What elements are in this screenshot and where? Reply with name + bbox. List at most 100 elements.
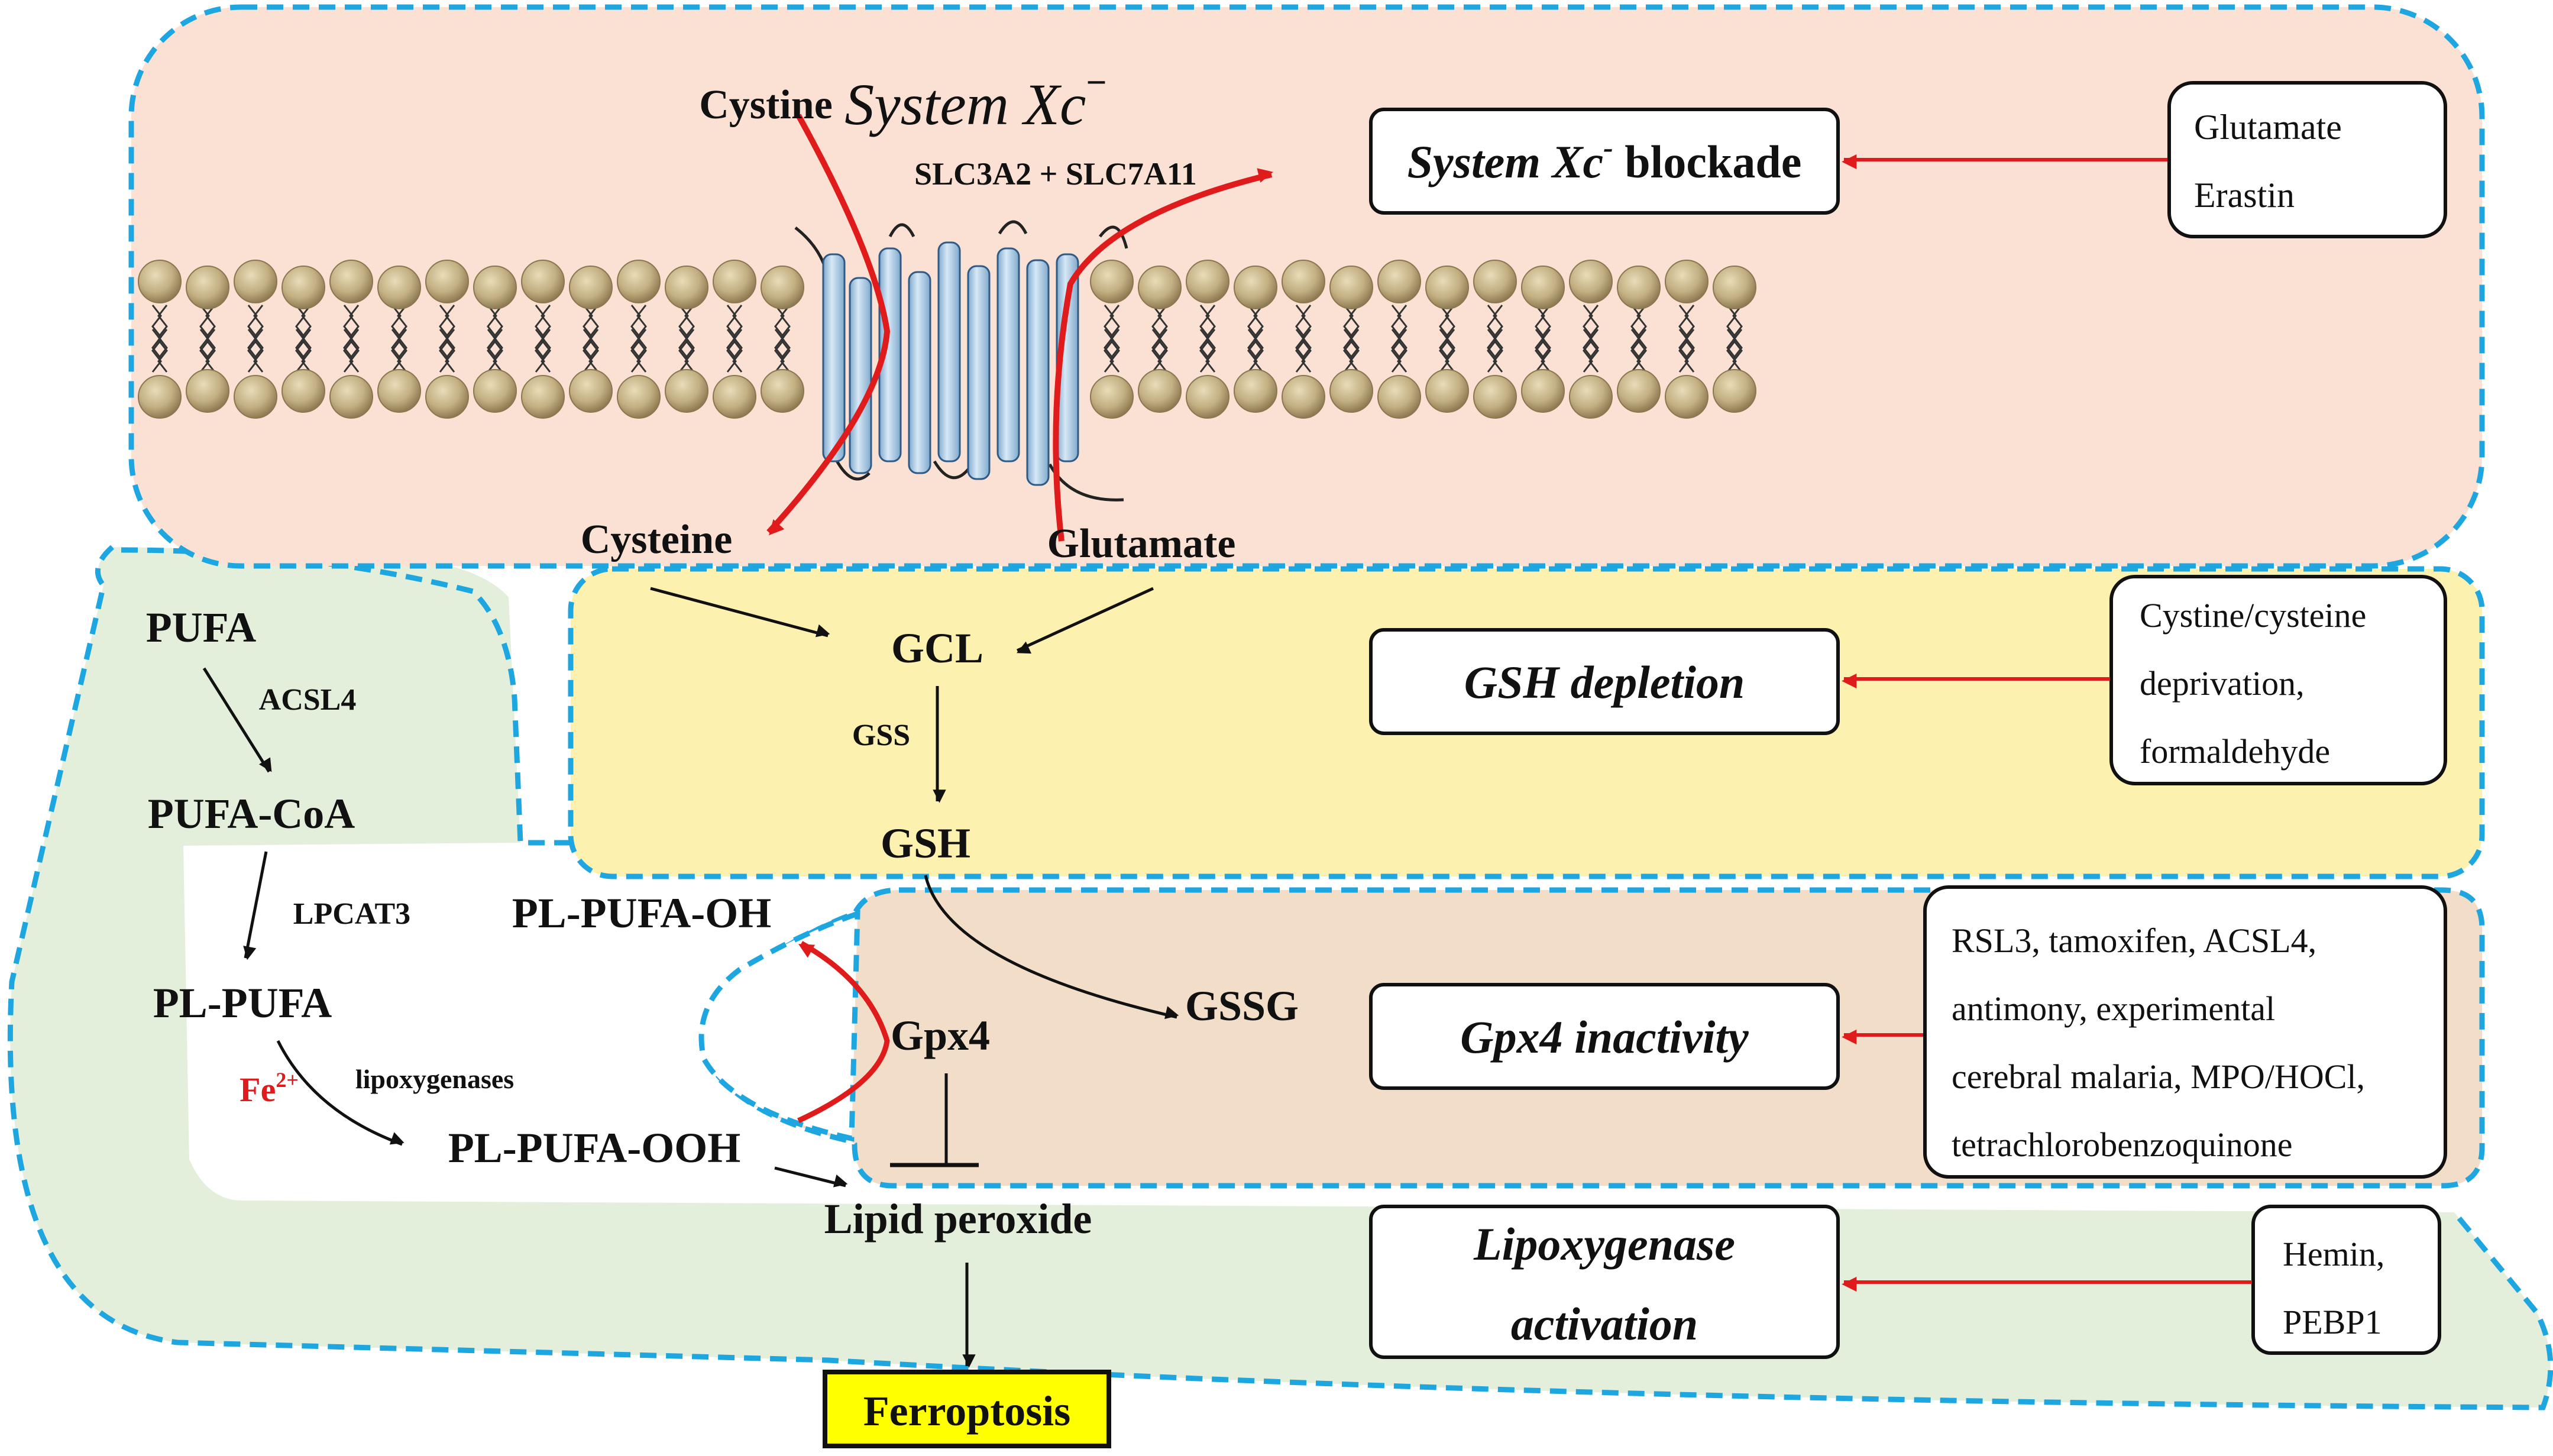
lipid-head xyxy=(1473,260,1517,303)
lipid-head xyxy=(425,375,469,419)
lipid-tail xyxy=(1583,305,1599,373)
lipid-head xyxy=(617,260,661,303)
lipid-head xyxy=(1713,369,1756,413)
lipid-tail xyxy=(199,305,216,373)
lipid-head xyxy=(569,266,613,309)
gpx4-inducers-box: RSL3, tamoxifen, ACSL4, antimony, experi… xyxy=(1923,885,2447,1179)
lipid-head xyxy=(569,369,613,413)
pl-pufa-ooh-label: PL-PUFA-OOH xyxy=(448,1124,741,1172)
lipid-head xyxy=(1617,369,1661,413)
lipid-head xyxy=(1329,266,1373,309)
lipid-head xyxy=(281,369,325,413)
lipid-tail xyxy=(1247,305,1264,373)
lipid-head xyxy=(521,260,565,303)
lipid-head xyxy=(1377,260,1421,303)
lipid-tail xyxy=(439,305,455,373)
lipox-inducers-box: Hemin, PEBP1 xyxy=(2251,1205,2441,1355)
transmembrane-helix xyxy=(967,265,991,480)
gpx4-label: Gpx4 xyxy=(891,1012,990,1059)
lipid-head xyxy=(138,375,182,419)
lipid-tail xyxy=(1535,305,1551,373)
arrow-glutamate-to-gcl xyxy=(1016,587,1154,654)
lipid-head xyxy=(473,266,517,309)
xc-blockade-box: System Xc- blockade xyxy=(1369,108,1840,215)
lipid-tail xyxy=(1487,305,1503,373)
glutamate-export-arrow xyxy=(1053,168,1273,542)
gcl-label: GCL xyxy=(891,625,983,672)
gpx4-inactivity-box: Gpx4 inactivity xyxy=(1369,983,1840,1090)
lipoxygenase-activation-box: Lipoxygenase activation xyxy=(1369,1205,1840,1359)
lipid-tail xyxy=(1630,305,1647,373)
lipid-tail xyxy=(774,305,791,373)
gsh-label: GSH xyxy=(881,820,970,867)
lipid-tail xyxy=(1391,305,1407,373)
svg-text:Gpx4 inactivity: Gpx4 inactivity xyxy=(1460,1011,1749,1063)
arrow-gsh-to-gssg xyxy=(924,875,1179,1020)
lipid-tail xyxy=(1726,305,1743,373)
pl-pufa-oh-label: PL-PUFA-OH xyxy=(512,889,772,937)
lipid-head xyxy=(377,266,421,309)
lipid-head xyxy=(761,369,804,413)
lipid-head xyxy=(713,260,756,303)
lipid-tail xyxy=(295,305,312,373)
lipid-head xyxy=(234,375,277,419)
lipid-tail xyxy=(1199,305,1216,373)
lipid-peroxide-label: Lipid peroxide xyxy=(824,1195,1092,1243)
lipid-head xyxy=(521,375,565,419)
lipid-head xyxy=(377,369,421,413)
lipid-head xyxy=(617,375,661,419)
arrow-pufa-to-coa xyxy=(202,667,272,773)
svg-text:RSL3, tamoxifen, ACSL4,: RSL3, tamoxifen, ACSL4, xyxy=(1952,921,2316,960)
pathway-arrows xyxy=(202,587,1179,1368)
arrow-cysteine-to-gcl xyxy=(650,587,830,638)
lipid-tail xyxy=(1104,305,1120,373)
system-xc-transporter xyxy=(794,220,1128,501)
lipid-head xyxy=(425,260,469,303)
transmembrane-helix xyxy=(878,247,902,462)
lipoxygenases-label: lipoxygenases xyxy=(355,1064,514,1094)
lipid-bilayer xyxy=(138,260,1756,419)
lipid-tail xyxy=(583,305,599,373)
svg-text:Lipoxygenase: Lipoxygenase xyxy=(1473,1218,1735,1270)
lipid-head xyxy=(1234,369,1277,413)
lipid-head xyxy=(186,369,229,413)
lipid-tail xyxy=(1295,305,1312,373)
lipid-tail xyxy=(1439,305,1455,373)
pufa-label: PUFA xyxy=(146,604,257,651)
gsh-inducers-box: Cystine/cysteine deprivation, formaldehy… xyxy=(2109,575,2447,785)
svg-text:Hemin,: Hemin, xyxy=(2283,1235,2384,1273)
transporter-subtitle: SLC3A2 + SLC7A11 xyxy=(914,156,1197,192)
xc-inducers-box: Glutamate Erastin xyxy=(2167,81,2447,238)
transmembrane-helix xyxy=(849,277,872,474)
svg-text:System Xc- blockade: System Xc- blockade xyxy=(1407,131,1802,187)
acsl4-label: ACSL4 xyxy=(259,683,357,717)
gsh-depletion-box: GSH depletion xyxy=(1369,628,1840,735)
lipid-head xyxy=(1617,266,1661,309)
lipid-head xyxy=(1569,260,1613,303)
svg-text:cerebral malaria, MPO/HOCl,: cerebral malaria, MPO/HOCl, xyxy=(1952,1057,2365,1096)
cysteine-label: Cysteine xyxy=(581,517,733,562)
gss-label: GSS xyxy=(852,719,910,752)
lipid-head xyxy=(1282,260,1325,303)
fe2-label: Fe2+ xyxy=(240,1068,299,1109)
cystine-label: Cystine xyxy=(699,82,833,128)
pl-pufa-label: PL-PUFA xyxy=(153,979,332,1027)
lipid-head xyxy=(473,369,517,413)
lipid-head xyxy=(1090,375,1134,419)
lipid-tail xyxy=(343,305,360,373)
gpx4-reduction-arrow xyxy=(797,941,890,1124)
svg-text:activation: activation xyxy=(1511,1298,1698,1350)
lipid-tail xyxy=(151,305,168,373)
svg-text:formaldehyde: formaldehyde xyxy=(2140,732,2330,771)
svg-text:GSH depletion: GSH depletion xyxy=(1464,656,1745,708)
cystine-import-arrow xyxy=(766,114,891,536)
svg-text:Erastin: Erastin xyxy=(2194,176,2295,215)
lipid-head xyxy=(329,260,373,303)
lipid-tail xyxy=(726,305,743,373)
lipid-head xyxy=(761,266,804,309)
lipid-tail xyxy=(678,305,695,373)
svg-text:tetrachlorobenzoquinone: tetrachlorobenzoquinone xyxy=(1952,1125,2293,1164)
ferroptosis-label: Ferroptosis xyxy=(863,1387,1071,1435)
lipid-head xyxy=(1186,375,1229,419)
